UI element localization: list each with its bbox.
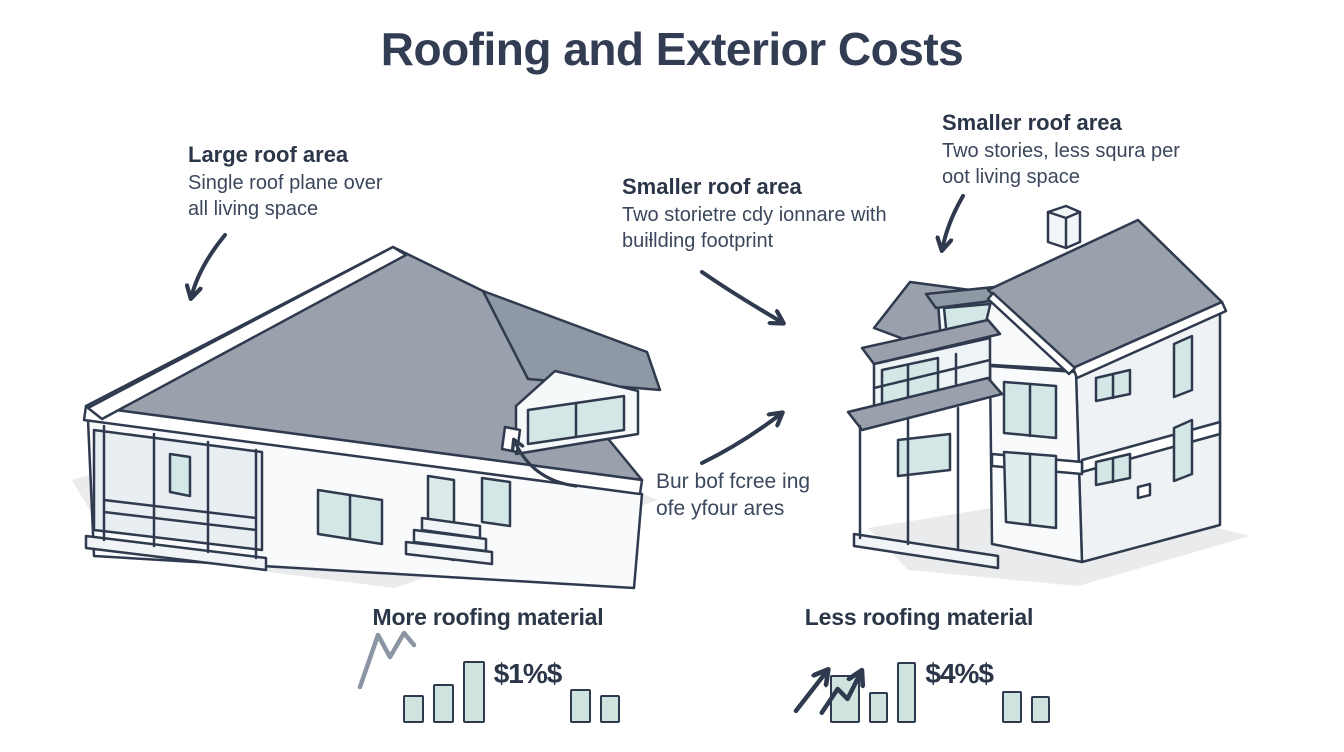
more-material-section: More roofing material $1%$: [352, 604, 624, 723]
material-bar: [462, 661, 485, 723]
annotation-smaller-roof-mid: Smaller roof area Two storietre cdy ionn…: [622, 174, 932, 254]
annotation-line: buiƚlding footprint: [622, 230, 774, 252]
two-story-house-illustration: [846, 204, 1250, 586]
material-bar: [432, 684, 454, 723]
step: [404, 540, 494, 566]
bar-group: [1002, 691, 1050, 723]
annotation-heading: Large roof area: [188, 142, 349, 167]
single-story-house-illustration: [72, 245, 662, 590]
annotation-heading: Smaller roof area: [622, 174, 802, 199]
window: [1172, 418, 1194, 483]
window: [1172, 334, 1194, 399]
less-material-section: Less roofing material $4%$: [788, 604, 1050, 723]
vent: [1136, 482, 1152, 500]
material-bar: [1002, 691, 1022, 723]
more-material-price: $1%$: [493, 658, 563, 689]
balcony-roof: [860, 318, 1002, 366]
page-title: Roofing and Exterior Costs: [380, 23, 964, 75]
annotation-line: Two storietre cdy ionnare with: [622, 204, 887, 226]
more-material-chart: $1%$: [352, 630, 624, 723]
annotation-smaller-roof-right: Smaller roof area Two stories, less squr…: [942, 110, 1252, 190]
zigzag-line-icon: [357, 630, 416, 690]
gable-fascia: [986, 291, 1077, 376]
material-callout-text: Bur bof fcree ing ofe yfour ares: [656, 468, 810, 522]
material-bar: [570, 689, 592, 723]
annotation-line: Two stories, less squra per: [942, 140, 1180, 162]
material-bar: [402, 695, 424, 723]
material-bar: [897, 662, 917, 723]
gable-fascia: [86, 245, 408, 421]
material-bar: [869, 692, 889, 723]
eave-fascia: [82, 404, 644, 496]
less-material-chart: $4%$: [788, 639, 1050, 723]
arrow-smaller-roof-mid: [700, 270, 783, 323]
eave-fascia: [1071, 300, 1228, 380]
callout-line: ofe yfour ares: [656, 497, 785, 520]
less-material-label: Less roofing material: [804, 604, 1034, 630]
callout-line: Bur bof fcree ing: [656, 470, 811, 493]
material-bar: [600, 695, 621, 723]
annotation-line: all living space: [188, 198, 319, 220]
bar-group: [570, 689, 621, 723]
growth-arrows-icon: [793, 651, 871, 716]
porch-floor: [852, 532, 1000, 570]
more-material-label: More roofing material: [372, 604, 604, 630]
cross-gable-roof: [481, 289, 662, 392]
annotation-large-roof: Large roof area Single roof plane over a…: [188, 142, 488, 222]
small-window: [480, 476, 512, 528]
annotation-line: oot living space: [942, 166, 1080, 188]
eave-tag: [500, 425, 522, 454]
porch-window: [168, 452, 192, 498]
bar-group: [402, 661, 485, 723]
annotation-line: Single roof plane over: [188, 172, 383, 194]
arrow-callout-up: [700, 413, 782, 465]
porch-floor: [84, 534, 268, 572]
porch-window: [896, 432, 952, 478]
less-material-price: $4%$: [925, 658, 994, 689]
porch-roof: [846, 376, 1004, 432]
material-bar: [1031, 696, 1050, 723]
annotation-heading: Smaller roof area: [942, 110, 1122, 135]
